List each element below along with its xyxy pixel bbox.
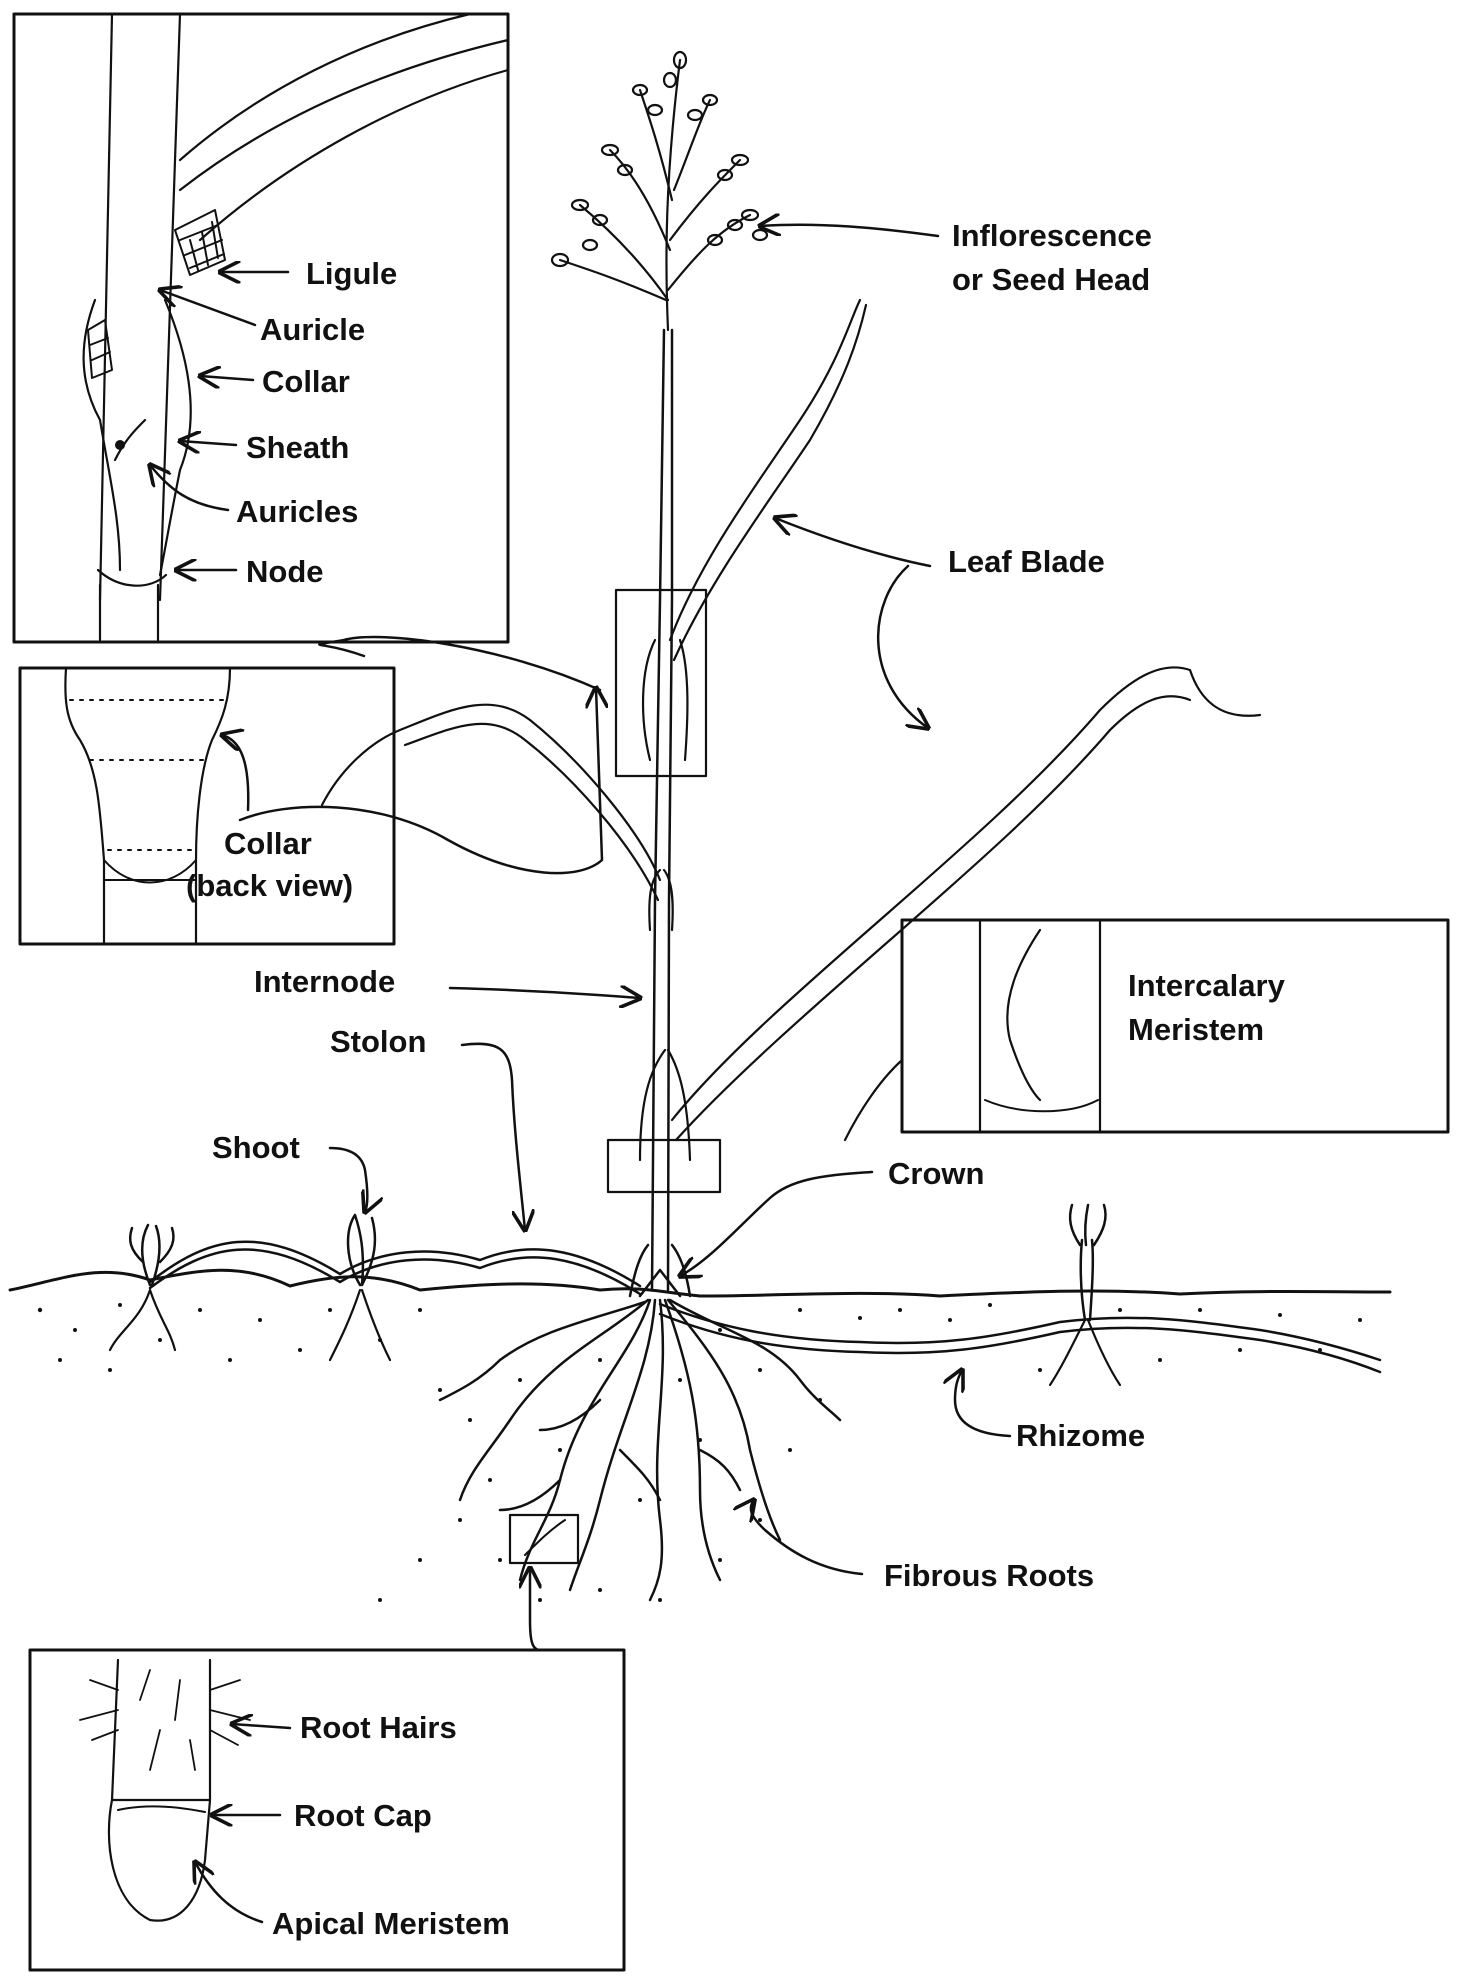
label-apical-meristem: Apical Meristem bbox=[272, 1906, 510, 1941]
inflorescence-drawing bbox=[552, 52, 767, 330]
label-ligule: Ligule bbox=[306, 256, 397, 291]
label-collar-back: Collar bbox=[224, 826, 312, 861]
label-collar: Collar bbox=[262, 364, 350, 399]
intercalary-detail-box bbox=[608, 1140, 720, 1192]
leaf-blade-upper bbox=[670, 300, 866, 660]
label-internode: Internode bbox=[254, 964, 395, 999]
stem-drawing bbox=[652, 330, 664, 1290]
leaf-blade-left bbox=[322, 705, 660, 900]
label-crown: Crown bbox=[888, 1156, 984, 1191]
label-fibrous-roots: Fibrous Roots bbox=[884, 1558, 1094, 1593]
label-auricle: Auricle bbox=[260, 312, 365, 347]
label-auricles: Auricles bbox=[236, 494, 358, 529]
leader-lines bbox=[150, 225, 1010, 1922]
label-sheath: Sheath bbox=[246, 430, 349, 465]
label-shoot: Shoot bbox=[212, 1130, 300, 1165]
label-root-hairs: Root Hairs bbox=[300, 1710, 457, 1745]
label-intercalary: Intercalary bbox=[1128, 968, 1286, 1003]
label-leaf-blade: Leaf Blade bbox=[948, 544, 1105, 579]
label-collar-back-view: (back view) bbox=[186, 868, 353, 903]
leaf-blade-right bbox=[672, 667, 1260, 1140]
plant-drawing bbox=[10, 52, 1390, 1602]
label-meristem: Meristem bbox=[1128, 1012, 1264, 1047]
label-seed-head: or Seed Head bbox=[952, 262, 1150, 297]
label-rhizome: Rhizome bbox=[1016, 1418, 1145, 1453]
label-stolon: Stolon bbox=[330, 1024, 426, 1059]
collar-detail-box bbox=[616, 590, 706, 776]
label-inflorescence: Inflorescence bbox=[952, 218, 1152, 253]
soil-surface bbox=[10, 1270, 1390, 1296]
label-node: Node bbox=[246, 554, 324, 589]
label-root-cap: Root Cap bbox=[294, 1798, 432, 1833]
